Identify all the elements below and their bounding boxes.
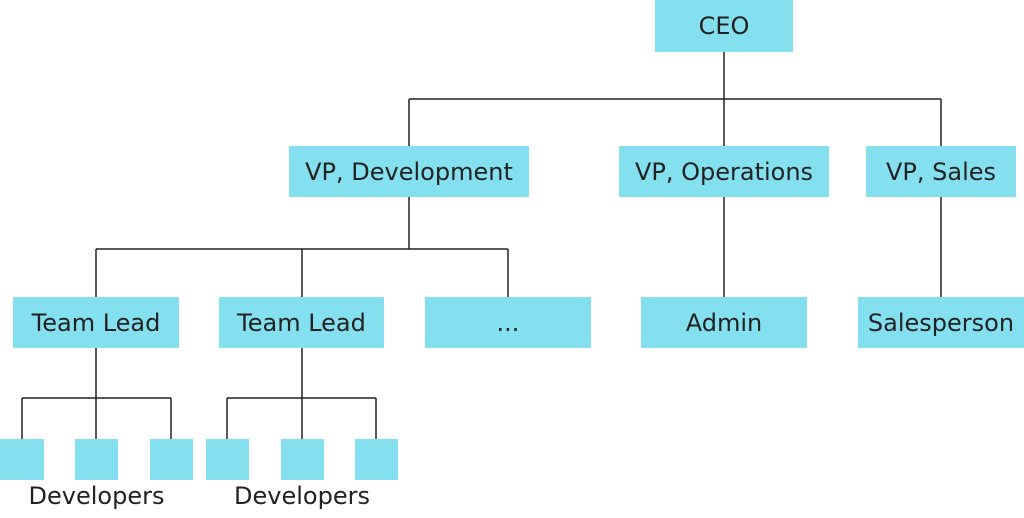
developer-box [355, 439, 398, 480]
more-team-leads-box: ... [425, 297, 591, 348]
admin-box: Admin [641, 297, 807, 348]
team-lead-1-label: Team Lead [31, 308, 161, 337]
team-lead-2-box: Team Lead [219, 297, 384, 348]
developer-box [150, 439, 193, 480]
admin-label: Admin [685, 308, 763, 337]
vp-development-label: VP, Development [305, 157, 513, 186]
developer-box [281, 439, 324, 480]
salesperson-box: Salesperson [858, 297, 1024, 348]
developers-caption-1: Developers [28, 482, 165, 510]
developer-box [206, 439, 249, 480]
vp-sales-label: VP, Sales [885, 157, 997, 186]
vp-operations-box: VP, Operations [619, 146, 829, 197]
team-lead-1-box: Team Lead [13, 297, 179, 348]
vp-operations-label: VP, Operations [634, 157, 814, 186]
salesperson-label: Salesperson [867, 308, 1015, 337]
ceo-label: CEO [698, 12, 750, 40]
developer-box [0, 439, 44, 480]
more-team-leads-label: ... [496, 308, 520, 337]
developer-box [75, 439, 118, 480]
vp-sales-box: VP, Sales [866, 146, 1016, 197]
developers-caption-2: Developers [234, 482, 370, 510]
team-lead-2-label: Team Lead [237, 308, 366, 337]
vp-development-box: VP, Development [289, 146, 529, 197]
ceo-box: CEO [655, 0, 793, 52]
